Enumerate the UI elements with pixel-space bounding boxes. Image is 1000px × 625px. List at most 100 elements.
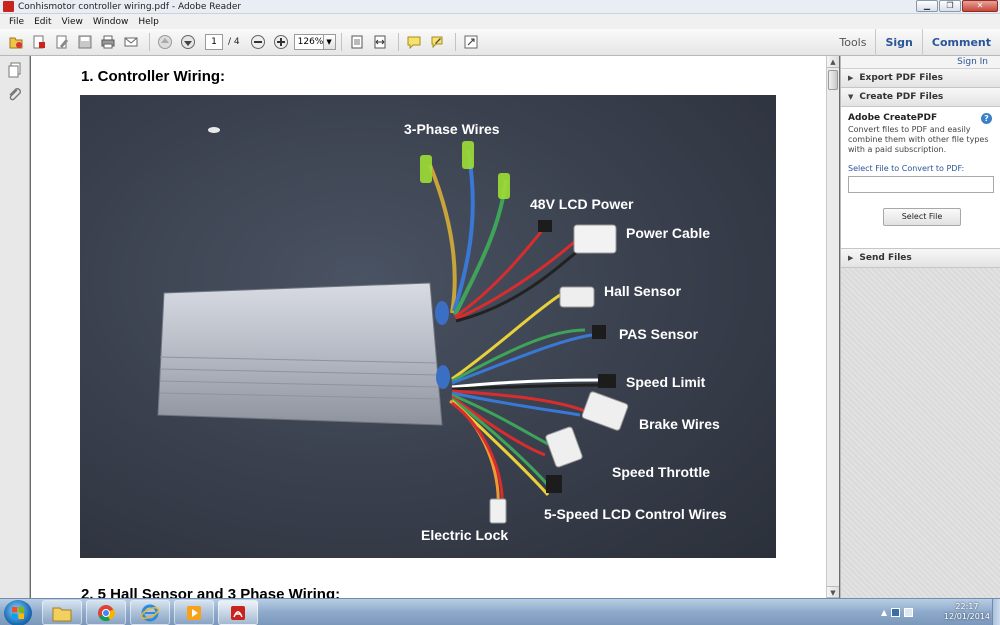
- menu-help[interactable]: Help: [138, 16, 159, 27]
- add-note-button[interactable]: [404, 32, 424, 52]
- full-screen-button[interactable]: [461, 32, 481, 52]
- taskbar-adobe-reader-button[interactable]: [218, 600, 258, 625]
- zoom-out-button[interactable]: [248, 32, 268, 52]
- folder-icon: [52, 607, 72, 621]
- zoom-level-input[interactable]: 126%: [293, 34, 324, 50]
- open-file-button[interactable]: [6, 32, 26, 52]
- fit-page-icon: [351, 35, 363, 49]
- vertical-scrollbar[interactable]: ▲ ▼: [826, 56, 839, 598]
- select-file-label: Select File to Convert to PDF:: [848, 164, 965, 173]
- toolbar-separator: [340, 33, 342, 51]
- save-button[interactable]: [75, 32, 95, 52]
- label-48v-lcd-power: 48V LCD Power: [530, 196, 634, 212]
- close-button[interactable]: ✕: [962, 0, 998, 12]
- internet-explorer-icon: [141, 604, 159, 621]
- menu-window[interactable]: Window: [92, 16, 129, 27]
- send-files-section-header[interactable]: ▶ Send Files: [841, 249, 1000, 268]
- print-button[interactable]: [98, 32, 118, 52]
- zoom-in-icon: [273, 35, 288, 49]
- create-pdf-button[interactable]: [29, 32, 49, 52]
- create-pdf-heading: Adobe CreatePDF: [848, 113, 938, 123]
- taskbar-clock[interactable]: 22:17 12/01/2014: [944, 602, 990, 622]
- scroll-down-button[interactable]: ▼: [827, 586, 839, 598]
- chrome-icon: [98, 604, 115, 621]
- menu-file[interactable]: File: [9, 16, 25, 27]
- save-icon: [78, 35, 92, 49]
- arrow-up-icon: [158, 35, 172, 49]
- toolbar-separator: [397, 33, 399, 51]
- comment-link[interactable]: Comment: [921, 29, 1000, 56]
- menu-view[interactable]: View: [61, 16, 83, 27]
- zoom-in-button[interactable]: [271, 32, 291, 52]
- help-icon[interactable]: ?: [981, 113, 992, 124]
- pdf-page: 1. Controller Wiring:: [31, 56, 826, 598]
- taskbar-chrome-button[interactable]: [86, 600, 126, 625]
- label-pas-sensor: PAS Sensor: [619, 326, 699, 342]
- window-controls: ▁ ❐ ✕: [916, 0, 998, 12]
- printer-icon: [101, 35, 115, 49]
- arrow-down-icon: [181, 35, 195, 49]
- create-pdf-section-header[interactable]: ▼ Create PDF Files: [841, 88, 1000, 107]
- zoom-dropdown-button[interactable]: ▼: [323, 34, 336, 50]
- label-lcd-control-wires: 5-Speed LCD Control Wires: [544, 506, 727, 522]
- clock-date: 12/01/2014: [943, 612, 990, 621]
- email-button[interactable]: [121, 32, 141, 52]
- taskbar-media-player-button[interactable]: [174, 600, 214, 625]
- create-pdf-section-body: Adobe CreatePDF ? Convert files to PDF a…: [841, 107, 1000, 249]
- fit-width-button[interactable]: [370, 32, 390, 52]
- expand-triangle-icon: ▶: [848, 254, 854, 262]
- create-pdf-description: Convert files to PDF and easily combine …: [848, 125, 989, 154]
- taskbar-explorer-button[interactable]: [42, 600, 82, 625]
- show-desktop-button[interactable]: [992, 599, 1000, 625]
- menu-bar: File Edit View Window Help: [0, 14, 1000, 29]
- sign-link[interactable]: Sign: [875, 29, 921, 56]
- tools-panel: Sign In ▶ Export PDF Files ▼ Create PDF …: [840, 56, 1000, 598]
- send-files-title: Send Files: [859, 253, 912, 263]
- window-title: Conhismotor controller wiring.pdf - Adob…: [18, 1, 242, 12]
- page-number-input[interactable]: 1: [205, 34, 223, 50]
- navigation-pane: [0, 56, 30, 598]
- label-hall-sensor: Hall Sensor: [604, 283, 682, 299]
- highlight-button[interactable]: [427, 32, 447, 52]
- highlighter-icon: [431, 36, 443, 49]
- action-center-flag-icon[interactable]: [891, 608, 901, 617]
- tools-link[interactable]: Tools: [839, 36, 867, 49]
- minimize-button[interactable]: ▁: [916, 0, 938, 12]
- edit-button[interactable]: [52, 32, 72, 52]
- adobe-reader-icon: [3, 1, 14, 12]
- collapse-triangle-icon: ▼: [848, 93, 854, 101]
- export-pdf-section-header[interactable]: ▶ Export PDF Files: [841, 69, 1000, 88]
- network-icon[interactable]: [904, 608, 914, 617]
- section-heading-next: 2. 5 Hall Sensor and 3 Phase Wiring:: [81, 586, 341, 598]
- label-3-phase-wires: 3-Phase Wires: [404, 121, 500, 137]
- attachments-paperclip-icon[interactable]: [7, 87, 23, 103]
- sign-in-link[interactable]: Sign In: [841, 56, 1000, 69]
- start-button[interactable]: [4, 600, 32, 625]
- page-thumbnails-icon[interactable]: [7, 62, 23, 78]
- edit-icon: [56, 35, 68, 49]
- create-pdf-title: Create PDF Files: [859, 92, 944, 102]
- previous-page-button[interactable]: [155, 32, 175, 52]
- panel-empty-area: [841, 268, 1000, 598]
- select-file-button[interactable]: Select File: [883, 208, 961, 226]
- comment-bubble-icon: [407, 36, 421, 50]
- zoom-out-icon: [250, 35, 265, 49]
- envelope-icon: [124, 37, 138, 47]
- label-speed-throttle: Speed Throttle: [612, 464, 711, 480]
- label-brake-wires: Brake Wires: [639, 416, 720, 432]
- tray-expand-icon[interactable]: ▲: [881, 608, 888, 617]
- fit-page-button[interactable]: [347, 32, 367, 52]
- maximize-button[interactable]: ❐: [939, 0, 961, 12]
- scroll-thumb[interactable]: [828, 70, 838, 90]
- scroll-up-button[interactable]: ▲: [827, 56, 839, 68]
- section-heading: 1. Controller Wiring:: [81, 68, 226, 85]
- controller-wiring-photo: 3-Phase Wires 48V LCD Power Power Cable …: [80, 95, 776, 558]
- open-file-icon: [9, 37, 23, 49]
- file-path-input[interactable]: [848, 176, 994, 193]
- next-page-button[interactable]: [178, 32, 198, 52]
- taskbar-ie-button[interactable]: [130, 600, 170, 625]
- create-pdf-icon: [33, 35, 45, 49]
- menu-edit[interactable]: Edit: [34, 16, 52, 27]
- page-total: / 4: [228, 37, 240, 47]
- document-view[interactable]: 1. Controller Wiring:: [31, 56, 826, 598]
